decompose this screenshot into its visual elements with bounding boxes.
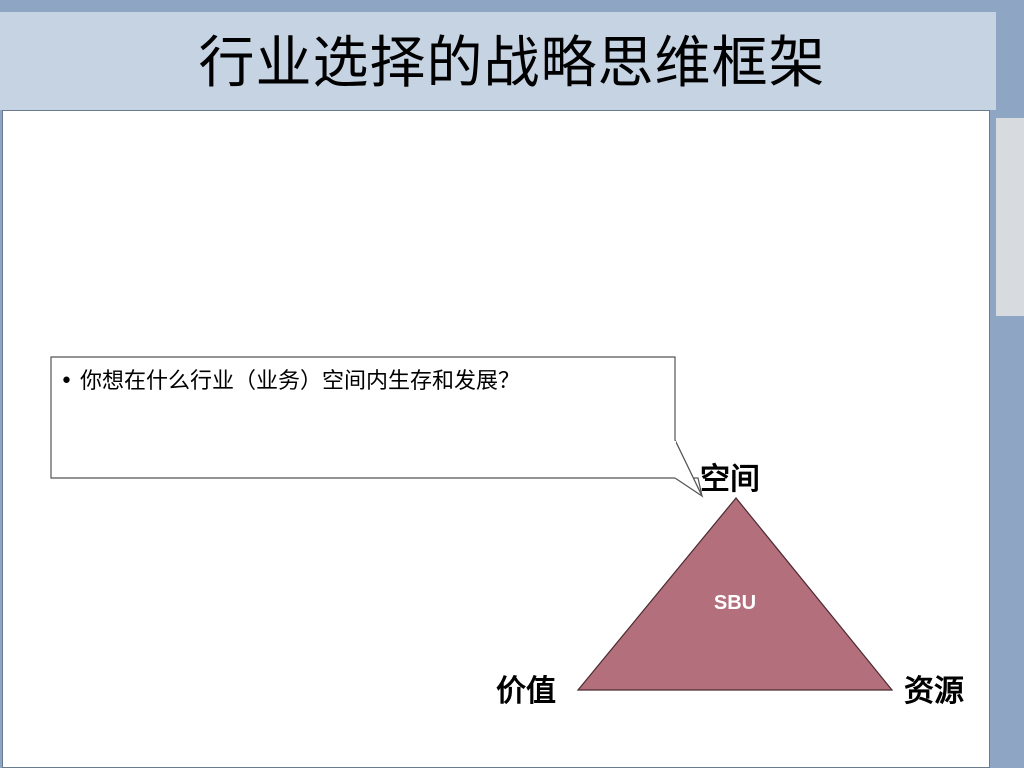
callout-text: • 你想在什么行业（业务）空间内生存和发展？ (60, 366, 660, 398)
label-space: 空间 (700, 462, 760, 497)
side-panel-top (996, 118, 1024, 316)
slide-title: 行业选择的战略思维框架 (198, 31, 826, 96)
label-sbu: SBU (713, 592, 757, 614)
title-band (0, 12, 996, 110)
side-panel-bottom (996, 322, 1024, 768)
callout-question: 你想在什么行业（业务）空间内生存和发展？ (79, 369, 520, 394)
sbu-triangle (576, 497, 894, 691)
callout-pointer (674, 439, 704, 498)
label-value: 价值 (496, 674, 556, 709)
bullet: • (60, 369, 73, 394)
label-resource: 资源 (904, 674, 964, 709)
